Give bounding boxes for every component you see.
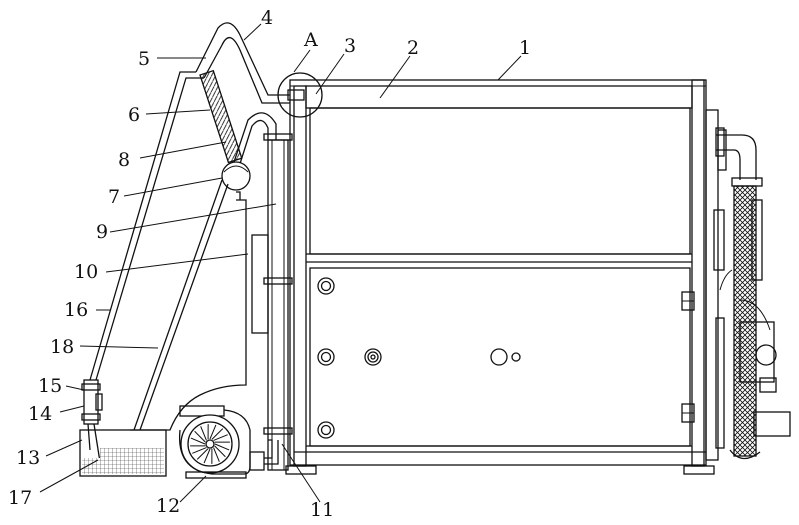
filter-14 — [82, 380, 102, 462]
condenser-coil-8 — [200, 71, 242, 163]
label-14: 14 — [28, 403, 52, 425]
label-18: 18 — [50, 336, 74, 358]
diagonal-pipes — [90, 72, 228, 430]
detail-marker-a: A — [303, 29, 318, 51]
label-9: 9 — [96, 221, 108, 243]
label-3: 3 — [344, 35, 356, 57]
label-5: 5 — [138, 48, 150, 70]
vertical-pipe-11 — [252, 134, 292, 470]
label-10: 10 — [74, 261, 98, 283]
blower-fan-12 — [180, 406, 278, 478]
label-6: 6 — [128, 104, 140, 126]
right-side-assembly — [706, 110, 790, 460]
water-tank-13 — [80, 430, 166, 476]
separator-7 — [222, 162, 250, 190]
label-13: 13 — [16, 447, 40, 469]
label-2: 2 — [407, 37, 419, 59]
label-12: 12 — [156, 495, 180, 517]
label-17: 17 — [8, 487, 32, 509]
label-16: 16 — [64, 299, 88, 321]
label-8: 8 — [118, 149, 130, 171]
label-11: 11 — [310, 499, 334, 521]
part-labels: A 1 2 3 4 5 6 8 7 9 10 16 18 15 14 13 17… — [8, 7, 531, 521]
label-4: 4 — [261, 7, 273, 29]
label-1: 1 — [519, 37, 531, 59]
label-15: 15 — [38, 375, 62, 397]
duct-outline — [130, 192, 252, 430]
main-frame — [286, 80, 714, 474]
label-7: 7 — [108, 186, 120, 208]
